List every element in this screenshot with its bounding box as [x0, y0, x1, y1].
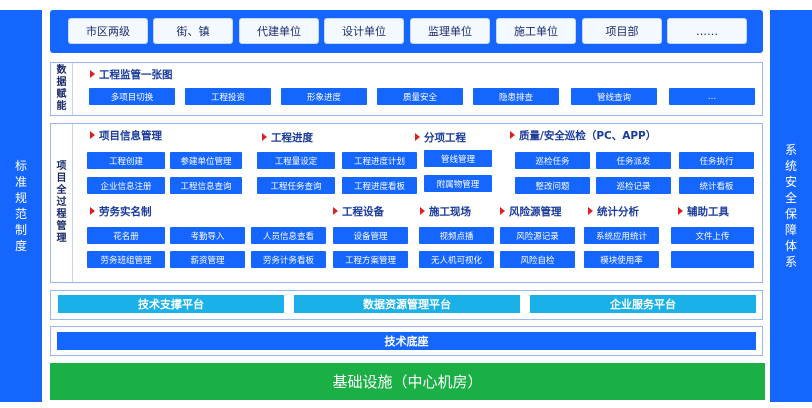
module-function-button[interactable]: 工程量设定	[257, 152, 335, 169]
module-function-button[interactable]: 风险源记录	[500, 227, 575, 244]
module-function-button[interactable]: 考勤导入	[170, 227, 245, 244]
stakeholder-tab[interactable]: 监理单位	[410, 18, 490, 44]
module-title: 统计分析	[588, 204, 639, 218]
security-column: 系统安全保障体系	[770, 10, 812, 402]
module-function-button[interactable]: 花名册	[87, 227, 165, 244]
module-function-button[interactable]: 系统应用统计	[584, 227, 659, 244]
module-title: 施工现场	[420, 204, 471, 218]
module-function-button[interactable]: 附属物管理	[424, 175, 492, 192]
platform-bar[interactable]: 数据资源管理平台	[294, 295, 520, 313]
module-title: 工程设备	[333, 204, 384, 218]
module-function-button[interactable]	[671, 251, 754, 268]
triangle-icon	[90, 207, 95, 215]
module-title: 劳务实名制	[90, 204, 152, 218]
triangle-icon	[90, 70, 95, 78]
triangle-icon	[333, 207, 338, 215]
module-function-button[interactable]: 模块使用率	[584, 251, 659, 268]
data-function-button[interactable]: 管线查询	[571, 88, 657, 105]
stakeholder-tab[interactable]: 市区两级	[68, 18, 148, 44]
data-section-label: 数据赋能	[51, 63, 73, 115]
stakeholder-tab[interactable]: 施工单位	[496, 18, 576, 44]
data-function-button[interactable]: 形象进度	[281, 88, 367, 105]
module-function-button[interactable]: 文件上传	[671, 227, 754, 244]
module-title: 质量/安全巡检（PC、APP）	[510, 128, 656, 142]
triangle-icon	[420, 207, 425, 215]
data-function-button[interactable]: 质量安全	[377, 88, 463, 105]
module-function-button[interactable]: 巡检记录	[596, 177, 671, 194]
infrastructure-bar: 基础设施（中心机房）	[50, 363, 765, 400]
platform-bar[interactable]: 企业服务平台	[530, 295, 756, 313]
module-function-button[interactable]: 设备管理	[333, 227, 408, 244]
module-function-button[interactable]: 工程任务查询	[257, 177, 335, 194]
module-title: 项目信息管理	[90, 128, 162, 142]
triangle-icon	[262, 133, 267, 141]
standards-column: 标准规范制度	[0, 10, 42, 402]
module-function-button[interactable]: 工程进度计划	[342, 152, 417, 169]
module-title: 辅助工具	[678, 204, 729, 218]
triangle-icon	[90, 131, 95, 139]
module-function-button[interactable]: 任务执行	[679, 152, 754, 169]
module-function-button[interactable]: 工程创建	[87, 152, 165, 169]
data-function-button[interactable]: 隐患排查	[473, 88, 559, 105]
module-function-button[interactable]: 整改问题	[515, 177, 590, 194]
module-function-button[interactable]: 风险自检	[500, 251, 575, 268]
module-function-button[interactable]: 劳务计务看板	[251, 251, 326, 268]
module-function-button[interactable]: 视频点播	[419, 227, 494, 244]
stakeholder-tab[interactable]: 街、镇	[153, 18, 233, 44]
module-function-button[interactable]: 工程信息查询	[170, 177, 242, 194]
stakeholder-tab[interactable]: 设计单位	[324, 18, 404, 44]
standards-label: 标准规范制度	[14, 159, 27, 253]
tech-base-bar: 技术底座	[57, 332, 756, 350]
module-title: 分项工程	[415, 130, 466, 144]
module-function-button[interactable]: 管线管理	[424, 150, 492, 167]
stakeholder-tab[interactable]: ……	[667, 18, 747, 44]
module-title: 工程进度	[262, 130, 313, 144]
security-label: 系统安全保障体系	[784, 143, 797, 269]
module-function-button[interactable]: 工程进度看板	[342, 177, 417, 194]
module-function-button[interactable]: 无人机可视化	[419, 251, 494, 268]
module-function-button[interactable]: 参建单位管理	[170, 152, 242, 169]
data-function-button[interactable]: …	[669, 88, 755, 105]
triangle-icon	[415, 133, 420, 141]
stakeholder-tab[interactable]: 项目部	[582, 18, 662, 44]
module-function-button[interactable]: 工程方案管理	[333, 251, 408, 268]
data-section-title: 工程监管一张图	[90, 66, 173, 82]
module-function-button[interactable]: 巡检任务	[515, 152, 590, 169]
module-function-button[interactable]: 企业信息注册	[87, 177, 165, 194]
data-function-button[interactable]: 多项目切换	[89, 88, 175, 105]
platform-bar[interactable]: 技术支撑平台	[58, 295, 284, 313]
module-function-button[interactable]: 人员信息查看	[251, 227, 326, 244]
data-function-button[interactable]: 工程投资	[185, 88, 271, 105]
stakeholder-tab[interactable]: 代建单位	[239, 18, 319, 44]
triangle-icon	[588, 207, 593, 215]
module-function-button[interactable]: 任务派发	[596, 152, 671, 169]
triangle-icon	[510, 131, 515, 139]
module-title: 风险源管理	[500, 204, 562, 218]
triangle-icon	[500, 207, 505, 215]
module-function-button[interactable]: 统计看板	[679, 177, 754, 194]
module-function-button[interactable]: 劳务班组管理	[87, 251, 165, 268]
lifecycle-label: 项目全过程管理	[51, 124, 73, 282]
module-function-button[interactable]: 薪资管理	[170, 251, 245, 268]
triangle-icon	[678, 207, 683, 215]
